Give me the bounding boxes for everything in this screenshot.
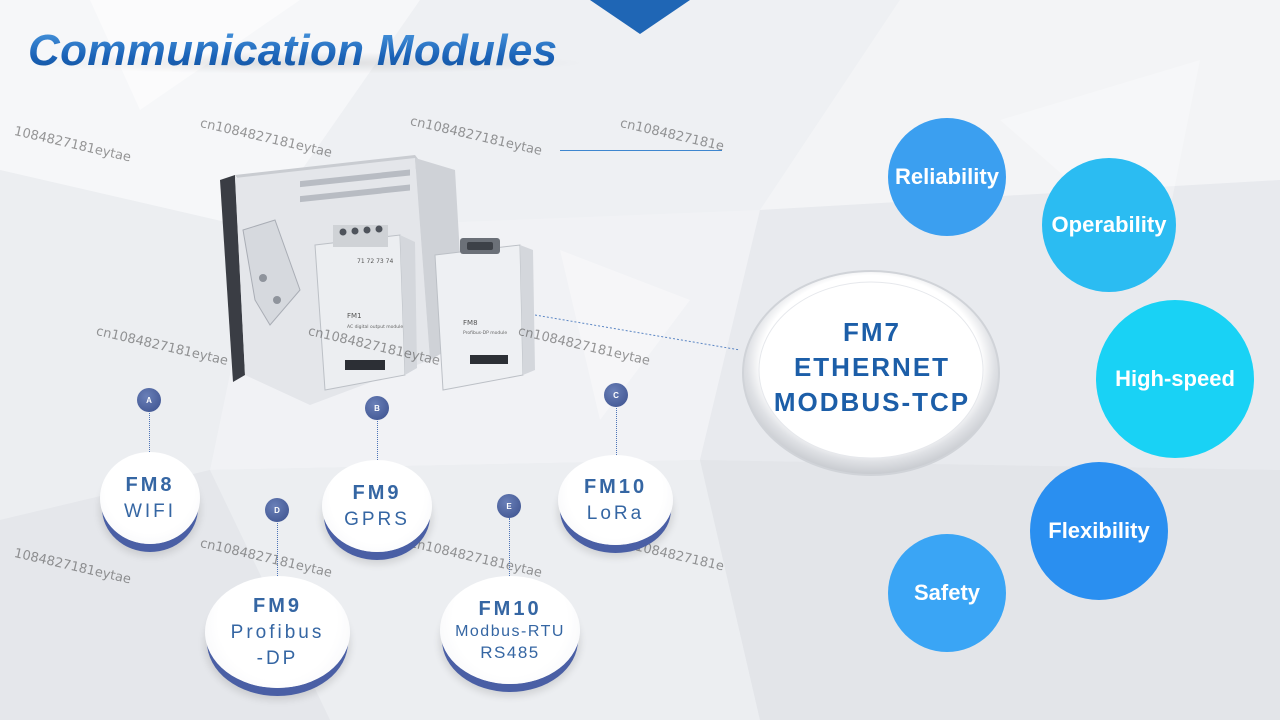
- marker-d-line: [277, 520, 278, 580]
- header-rule: [560, 150, 722, 151]
- module-name: FM9: [253, 594, 302, 617]
- marker-d: D: [265, 498, 289, 522]
- marker-a: A: [137, 388, 161, 412]
- feature-safety: Safety: [888, 534, 1006, 652]
- module-sub: WIFI: [123, 500, 177, 522]
- module-sub: GPRS: [344, 508, 410, 530]
- page-title: Communication Modules: [28, 26, 558, 75]
- marker-b-line: [377, 418, 378, 466]
- marker-e-line: [509, 518, 510, 576]
- module-name: FM10: [478, 597, 542, 620]
- center-fm7-ethernet: FM7 ETHERNET MODBUS-TCP: [752, 270, 992, 465]
- top-tab-decoration: [590, 0, 690, 34]
- feature-high-speed: High-speed: [1096, 300, 1254, 458]
- module-name: FM8: [125, 473, 175, 496]
- center-line1: FM7: [843, 316, 901, 347]
- module-name: FM10: [583, 475, 648, 498]
- module-sub: LoRa: [586, 502, 645, 524]
- center-line3: MODBUS-TCP: [773, 387, 971, 418]
- module-sub: Modbus-RTU: [455, 622, 565, 640]
- module-fm10-modbus-rtu: FM10 Modbus-RTU RS485: [440, 576, 580, 684]
- marker-b: B: [365, 396, 389, 420]
- marker-c-line: [616, 405, 617, 457]
- marker-e: E: [497, 494, 521, 518]
- module-fm10-lora: FM10 LoRa: [558, 455, 673, 545]
- fm1-description: AC digital output module: [347, 324, 403, 330]
- module-fm9-gprs: FM9 GPRS: [322, 460, 432, 552]
- module-sub: -DP: [256, 647, 299, 669]
- feature-reliability: Reliability: [888, 118, 1006, 236]
- feature-flexibility: Flexibility: [1030, 462, 1168, 600]
- device-to-center-connector: [535, 314, 741, 351]
- title-shadow: [28, 52, 588, 74]
- marker-a-line: [149, 410, 150, 458]
- module-fm9-profibus: FM9 Profibus -DP: [205, 576, 350, 688]
- center-ring: [742, 270, 1000, 476]
- module-name: FM9: [352, 481, 402, 504]
- module-fm8-wifi: FM8 WIFI: [100, 452, 200, 544]
- fm8-description: Profibus-DP module: [463, 330, 507, 336]
- fm1-terminal-label: 71 72 73 74: [357, 258, 393, 265]
- center-line2: ETHERNET: [793, 351, 951, 382]
- module-sub: Profibus: [230, 621, 325, 643]
- meter-device-illustration: 71 72 73 74 FM1 AC digital output module…: [220, 155, 535, 405]
- fm1-label: FM1: [347, 312, 362, 320]
- marker-c: C: [604, 383, 628, 407]
- module-sub: RS485: [480, 642, 540, 662]
- fm8-label: FM8: [463, 319, 478, 327]
- feature-operability: Operability: [1042, 158, 1176, 292]
